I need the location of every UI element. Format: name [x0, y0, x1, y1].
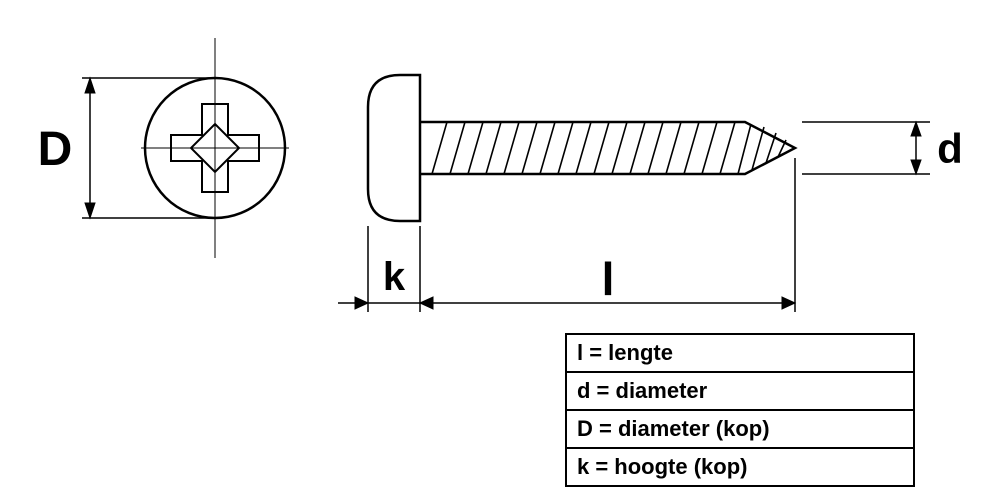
- dim-label-head-diameter: D: [38, 123, 73, 176]
- legend-row-diameter: d = diameter: [565, 371, 915, 411]
- dim-label-head-height: k: [383, 255, 406, 299]
- screw-head-profile: [366, 73, 422, 223]
- arrowhead-down-icon: [84, 202, 96, 220]
- dim-label-shaft-diameter: d: [937, 125, 963, 172]
- dim-label-length: l: [602, 253, 615, 305]
- legend-row-head-diameter: D = diameter (kop): [565, 409, 915, 449]
- legend-row-head-height: k = hoogte (kop): [565, 447, 915, 487]
- arrowhead-up-icon: [84, 76, 96, 94]
- dimension-D: [82, 76, 216, 220]
- legend-row-length: l = lengte: [565, 333, 915, 373]
- thread-lines: [431, 121, 787, 175]
- dimension-k: [338, 226, 421, 312]
- screw-front-view: [141, 38, 289, 258]
- arrowhead-up-icon: [910, 120, 922, 137]
- dimension-d: [802, 120, 930, 176]
- arrowhead-left-icon: [418, 296, 434, 310]
- screw-side-view: [366, 73, 798, 223]
- arrowhead-down-icon: [910, 159, 922, 176]
- phillips-center-square: [189, 122, 241, 174]
- phillips-recess-icon: [170, 103, 260, 193]
- arrowhead-right-icon: [354, 296, 370, 310]
- arrowhead-right-icon: [781, 296, 797, 310]
- screw-shaft-outline: [420, 120, 798, 176]
- legend-table: l = lengte d = diameter D = diameter (ko…: [565, 333, 915, 487]
- dimension-l: [418, 158, 797, 312]
